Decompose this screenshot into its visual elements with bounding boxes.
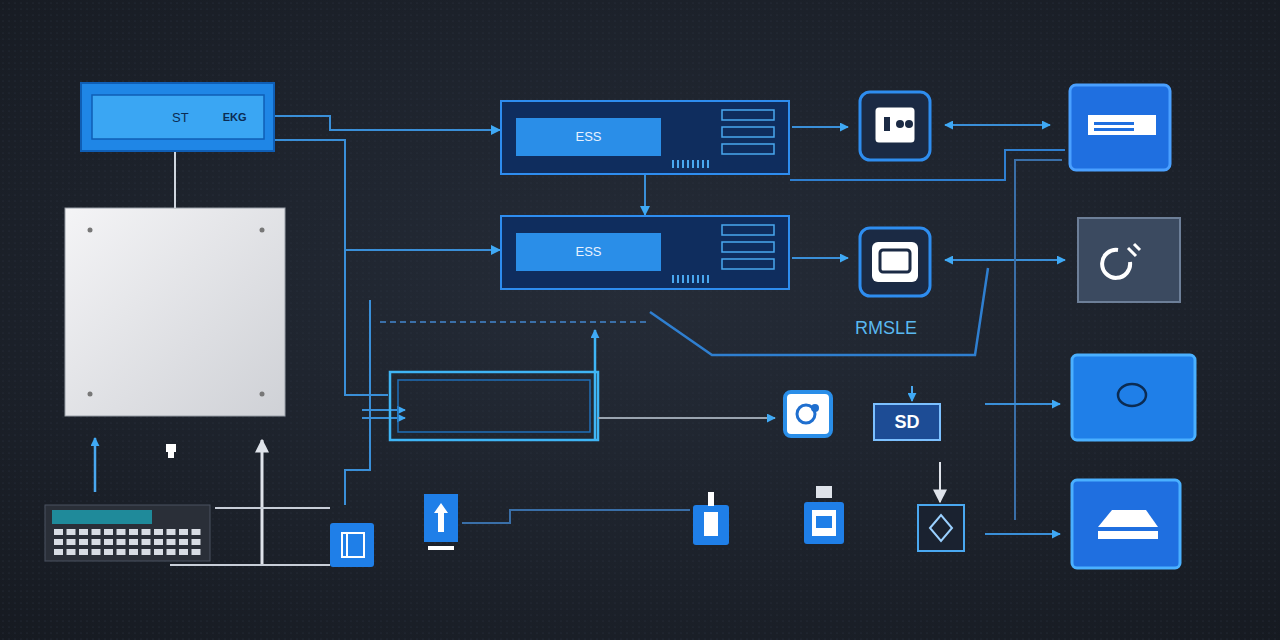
server-box: ESS bbox=[500, 100, 790, 175]
callout-label: RMSLE bbox=[855, 318, 917, 339]
connector-arrow bbox=[644, 175, 646, 215]
connector-arrow bbox=[275, 116, 500, 130]
node-text: ESS bbox=[516, 233, 661, 271]
node-text: EKG bbox=[223, 111, 247, 123]
storage-box: SD bbox=[873, 403, 941, 441]
device-box: ST EKG bbox=[80, 82, 275, 152]
node-text: SD bbox=[894, 412, 919, 433]
server-box: ESS bbox=[500, 215, 790, 290]
node-text: ST bbox=[172, 110, 189, 125]
connector-arrow bbox=[275, 140, 500, 250]
node-text: ESS bbox=[516, 118, 661, 156]
